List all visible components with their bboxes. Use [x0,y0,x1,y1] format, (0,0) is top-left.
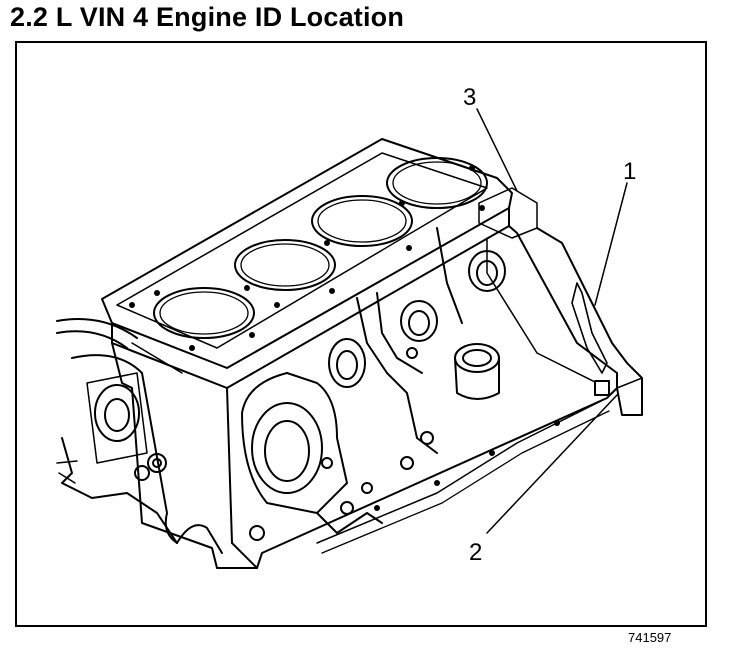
callout-3: 3 [463,84,476,111]
cylinder-bore-3 [311,195,413,247]
callout-1: 1 [623,158,636,185]
page-title: 2.2 L VIN 4 Engine ID Location [10,2,405,32]
leader-lines [476,108,628,534]
cylinder-bore-2 [234,239,336,291]
cylinder-bore-4 [386,157,488,209]
block-deck [101,138,513,389]
diagram-frame: 1 2 3 [15,41,707,627]
engine-id-pad [536,227,643,416]
engine-block-illustration: 1 2 3 [56,84,643,569]
cylinder-bore-1 [153,287,255,339]
bell-housing [56,318,223,554]
callout-2: 2 [469,539,482,566]
deck-corner [478,187,538,239]
figure-number: 741597 [628,630,672,645]
block-body [111,225,618,569]
